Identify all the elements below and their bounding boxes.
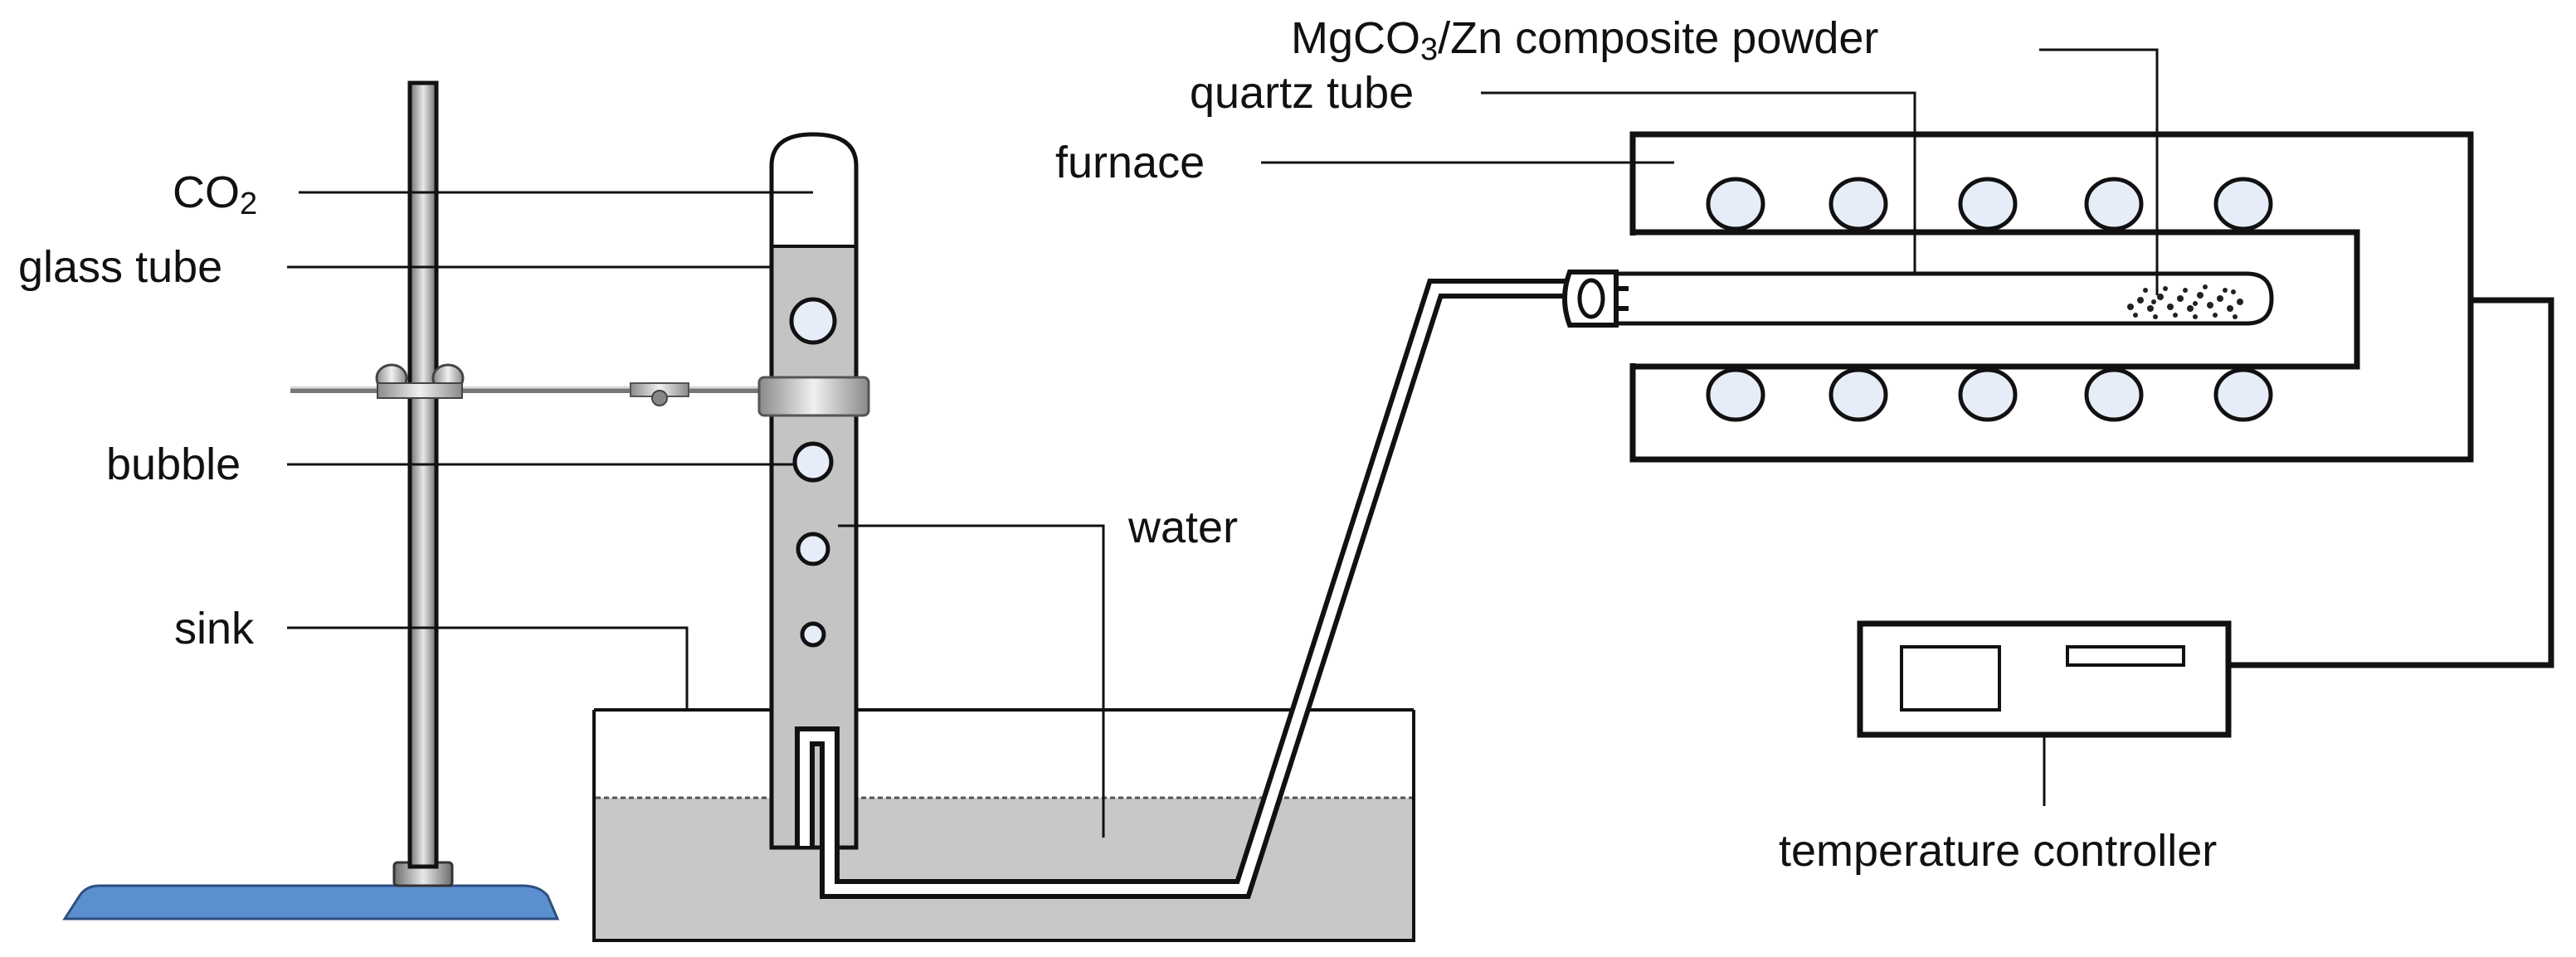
furnace (1629, 131, 2474, 463)
glass-tube-label: glass tube (18, 242, 222, 292)
stopper-end (1577, 278, 1605, 319)
heating-element (2213, 177, 2273, 231)
water-body (596, 798, 1412, 939)
sink-leader (287, 626, 689, 710)
controller-wire (2228, 297, 2554, 668)
heating-element (1958, 367, 2018, 422)
temperature-controller (1857, 297, 2554, 738)
heating-element (1829, 367, 1888, 422)
heating-element (1958, 177, 2018, 231)
clamp-screw (651, 390, 668, 406)
sink (592, 708, 1415, 942)
boss-head-body (377, 382, 463, 399)
bubble-2 (792, 441, 834, 483)
heating-element (1829, 177, 1888, 231)
water-label: water (1127, 503, 1238, 552)
glass-tube (757, 132, 870, 850)
labels: CO2 glass tube bubble sink water furnace… (18, 13, 2217, 876)
quartz-tube-outline (1616, 271, 2274, 326)
sink-label: sink (174, 604, 255, 653)
tube-clamp-ring (757, 376, 870, 417)
furnace-chamber (1629, 229, 2360, 370)
retort-stand (62, 80, 772, 921)
temperature-controller-label: temperature controller (1779, 826, 2217, 876)
sink-basin (592, 710, 1415, 942)
stand-rod (407, 80, 439, 869)
heating-element (1706, 177, 1765, 231)
co2-label: CO2 (173, 168, 257, 221)
composite-powder (2127, 284, 2243, 319)
powder-leader (2039, 48, 2159, 295)
heating-element (1706, 367, 1765, 422)
powder-label: MgCO3/Zn composite powder (1291, 13, 1878, 67)
bubble-1 (789, 297, 837, 345)
water-leader (838, 524, 1105, 838)
quartz-tube (1616, 271, 2274, 326)
heating-elements-top (1706, 177, 2273, 231)
bubble-3 (796, 532, 830, 566)
delivery-pipe (795, 270, 1770, 899)
heating-element (2084, 177, 2144, 231)
heating-element (2213, 367, 2273, 422)
glass-tube-outline (769, 132, 859, 850)
bubble-label: bubble (106, 440, 241, 489)
quartz-tube-label: quartz tube (1190, 68, 1414, 118)
leader-lines (287, 48, 2159, 838)
bubble-4 (800, 621, 826, 648)
quartz-tube-leader (1481, 91, 1916, 274)
controller-display (1900, 645, 2001, 712)
controller-slot (2066, 645, 2185, 667)
stand-base (62, 884, 560, 921)
furnace-label: furnace (1055, 138, 1205, 187)
heating-element (2084, 367, 2144, 422)
heating-elements-bottom (1706, 367, 2273, 422)
pipe-inner (800, 284, 1580, 894)
